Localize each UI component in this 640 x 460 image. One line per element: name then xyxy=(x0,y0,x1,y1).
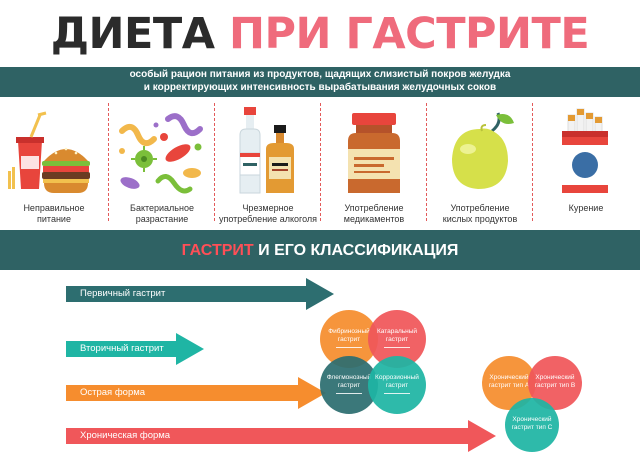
cause-label: Употребление кислых продуктов xyxy=(426,203,534,224)
arrow-label: Первичный гастрит xyxy=(80,288,166,299)
cause-label: Чрезмерное употребление алкоголя xyxy=(214,203,322,224)
cause-label: Курение xyxy=(532,203,640,214)
arrow-primary-gastritis: Первичный гастрит xyxy=(66,278,336,310)
cause-item-bacteria: Бактериальное разрастание xyxy=(108,97,216,230)
circle-line-2: гастрит xyxy=(337,382,361,389)
title-part-1: ДИЕТА xyxy=(50,9,215,59)
cause-item-alcohol: Чрезмерное употребление алкоголя xyxy=(214,97,322,230)
cause-item-medications: Употребление медикаментов xyxy=(320,97,428,230)
circle-line-2: гастрит xyxy=(385,382,409,389)
circle-line-1: Хронический xyxy=(489,374,529,381)
circle-line-1: Флегмонозный xyxy=(326,374,372,381)
arrow-shape xyxy=(66,377,326,409)
causes-row: Неправильное питание Бактериальное xyxy=(0,97,640,230)
circle-rule xyxy=(384,347,410,348)
arrow-shape xyxy=(66,278,334,310)
cause-label-line-2: питание xyxy=(37,213,71,224)
subtitle-line-1: особый рацион питания из продуктов, щадя… xyxy=(129,69,511,80)
cause-label-line-2: кислых продуктов xyxy=(442,213,518,224)
arrow-secondary-gastritis: Вторичный гастрит xyxy=(66,333,206,365)
arrow-shape xyxy=(66,333,204,365)
cause-label-line-1: Употребление xyxy=(450,203,510,213)
circle-line-1: Коррозионный xyxy=(375,374,419,381)
circle-line-2: гастрит xyxy=(385,336,409,343)
classification-band: ГАСТРИТ И ЕГО КЛАССИФИКАЦИЯ xyxy=(0,230,640,270)
page-title: ДИЕТА ПРИ ГАСТРИТЕ xyxy=(0,8,640,60)
cause-label-line-2: разрастание xyxy=(135,213,189,224)
cause-label-line-1: Курение xyxy=(568,203,604,213)
cause-label-line-1: Неправильное xyxy=(23,203,85,213)
subtitle-line-2: и корректирующих интенсивность вырабатыв… xyxy=(143,81,497,93)
circle-line-2: гастрит xyxy=(337,336,361,343)
cause-item-poor-nutrition: Неправильное питание xyxy=(0,97,108,230)
circle-line-1: Хронический xyxy=(535,374,575,381)
arrow-chronic-form: Хроническая форма xyxy=(66,420,498,452)
heading-part-1: ГАСТРИТ xyxy=(181,242,254,259)
heading-part-2: И ЕГО КЛАССИФИКАЦИЯ xyxy=(258,242,459,259)
divider xyxy=(108,103,109,221)
cause-label-line-1: Бактериальное xyxy=(130,203,194,213)
circle-line-1: Фибринозный xyxy=(328,328,370,335)
circle-line-2: гастрит тип А xyxy=(488,382,530,389)
cause-label-line-1: Употребление xyxy=(344,203,404,213)
circle-rule xyxy=(336,393,362,394)
title-part-2: ПРИ ГАСТРИТЕ xyxy=(229,9,590,59)
circle-corrosive-gastritis: Коррозионный гастрит xyxy=(368,356,426,414)
divider xyxy=(320,103,321,221)
cigarettes-icon xyxy=(562,108,608,193)
cause-label: Неправильное питание xyxy=(0,203,108,224)
medicine-bottle-icon xyxy=(348,113,400,193)
circle-chronic-type-c: Хронический гастрит тип С xyxy=(505,398,559,452)
divider xyxy=(214,103,215,221)
cause-item-acidic-foods: Употребление кислых продуктов xyxy=(426,97,534,230)
classification-heading: ГАСТРИТ И ЕГО КЛАССИФИКАЦИЯ xyxy=(0,241,640,261)
circle-line-2: гастрит тип В xyxy=(534,382,576,389)
arrow-acute-form: Острая форма xyxy=(66,377,328,409)
divider xyxy=(532,103,533,221)
circle-line-1: Катаральный xyxy=(376,328,418,335)
cause-label: Бактериальное разрастание xyxy=(108,203,216,224)
lemon-icon xyxy=(452,112,514,189)
circle-rule xyxy=(384,393,410,394)
arrow-shape xyxy=(66,420,496,452)
circle-line-1: Хронический xyxy=(512,416,552,423)
cause-item-smoking: Курение xyxy=(532,97,640,230)
arrow-label: Острая форма xyxy=(80,387,146,398)
cause-label-line-2: медикаментов xyxy=(343,213,405,224)
divider xyxy=(426,103,427,221)
cause-label: Употребление медикаментов xyxy=(320,203,428,224)
arrow-label: Хроническая форма xyxy=(80,430,171,441)
alcohol-bottles-icon xyxy=(239,107,294,194)
circle-rule xyxy=(336,347,362,348)
subtitle: особый рацион питания из продуктов, щадя… xyxy=(0,69,640,94)
subtitle-band: особый рацион питания из продуктов, щадя… xyxy=(0,67,640,97)
cause-label-line-2: употребление алкоголя xyxy=(218,213,318,224)
circle-line-2: гастрит тип С xyxy=(511,424,553,431)
bacteria-icon xyxy=(119,113,203,194)
arrow-label: Вторичный гастрит xyxy=(80,343,164,354)
fast-food-icon xyxy=(8,111,90,193)
cause-label-line-1: Чрезмерное xyxy=(242,203,294,213)
